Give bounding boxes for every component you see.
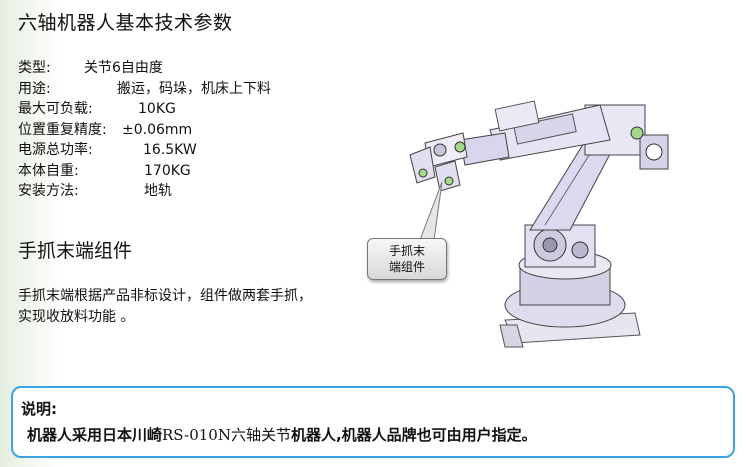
- note-body: 机器人采用日本川崎RS-010N六轴关节机器人,机器人品牌也可由用户指定。: [27, 424, 537, 445]
- robot-arm-illustration: [409, 100, 669, 348]
- spec-value: 关节6自由度: [84, 60, 163, 76]
- note-box: 说明: 机器人采用日本川崎RS-010N六轴关节机器人,机器人品牌也可由用户指定…: [11, 386, 735, 458]
- spec-label: 用途:: [18, 80, 51, 97]
- spec-value: 地轨: [144, 183, 172, 199]
- gripper-callout: 手抓末 端组件: [367, 238, 447, 280]
- page-title: 六轴机器人基本技术参数: [18, 12, 233, 34]
- spec-label: 位置重复精度:: [18, 121, 107, 138]
- spec-value: 搬运，码垛，机床上下料: [117, 80, 271, 97]
- callout-line-1: 手抓末: [388, 244, 425, 258]
- spec-value: 170KG: [144, 162, 191, 179]
- spec-value: 10KG: [138, 101, 176, 117]
- spec-value: 16.5KW: [143, 142, 197, 158]
- spec-value: ±0.06mm: [122, 121, 193, 138]
- callout-line-2: 端组件: [388, 260, 425, 274]
- spec-label: 本体自重:: [18, 162, 79, 179]
- section-title: 手抓末端组件: [18, 240, 133, 262]
- note-part-2: RS-010N六轴关节: [162, 426, 291, 444]
- spec-label: 电源总功率:: [18, 142, 93, 158]
- spec-label: 安装方法:: [18, 183, 79, 199]
- section-description: 手抓末端根据产品非标设计，组件做两套手抓，实现收放料功能 。: [18, 288, 312, 325]
- note-part-3: 机器人,机器人品牌也可由用户指定。: [290, 426, 537, 444]
- note-title: 说明:: [21, 400, 57, 418]
- note-part-1: 机器人采用日本川崎: [27, 426, 163, 444]
- spec-label: 类型:: [18, 60, 51, 76]
- spec-label: 最大可负载:: [18, 101, 93, 117]
